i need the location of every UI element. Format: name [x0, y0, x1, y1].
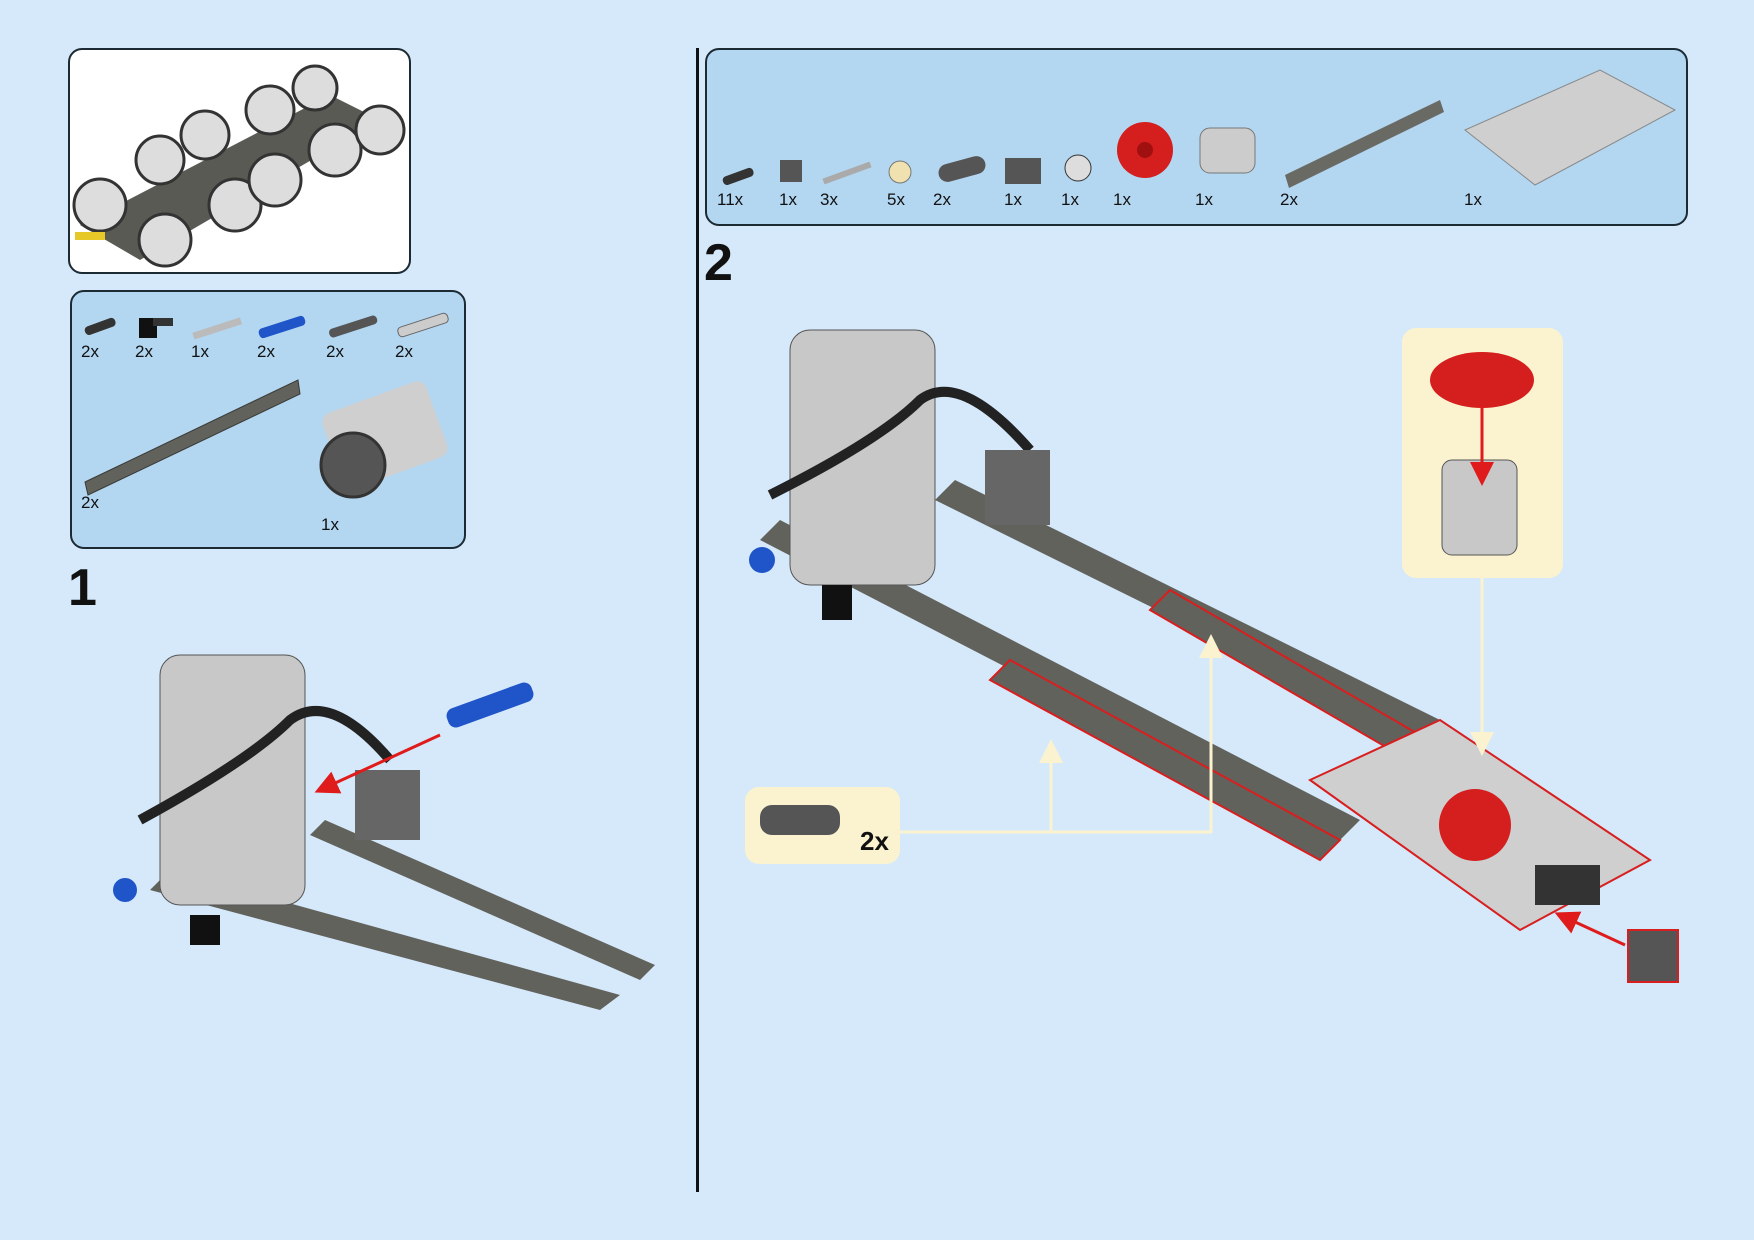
- part-count: 2x: [135, 342, 153, 361]
- part-count: 2x: [395, 342, 413, 361]
- part-count: 2x: [326, 342, 344, 361]
- part-count: 3x: [820, 190, 838, 209]
- part-count: 11x: [717, 190, 744, 209]
- step2-part-images: [722, 69, 1677, 188]
- step1-part-images: [84, 312, 449, 499]
- part-count: 1x: [191, 342, 209, 361]
- step2-number: 2: [704, 234, 733, 292]
- part-count: 1x: [1464, 190, 1482, 209]
- part-count: 1x: [1113, 190, 1131, 209]
- step1-number: 1: [68, 559, 97, 617]
- part-count: 2x: [81, 493, 99, 512]
- part-count: 2x: [81, 342, 99, 361]
- step2-model: [749, 329, 1679, 983]
- part-count: 2x: [1280, 190, 1298, 209]
- part-count: 5x: [887, 190, 905, 209]
- part-count: 1x: [1061, 190, 1079, 209]
- page-divider: [696, 48, 699, 1192]
- part-count: 2x: [933, 190, 951, 209]
- part-count: 1x: [779, 190, 797, 209]
- part-count: 2x: [257, 342, 275, 361]
- part-count: 1x: [1004, 190, 1022, 209]
- part-count: 1x: [1195, 190, 1213, 209]
- part-count: 1x: [321, 515, 339, 534]
- truck-preview-image: [72, 64, 406, 268]
- step1-model: [113, 654, 655, 1010]
- callout-multiplier: 2x: [860, 826, 889, 856]
